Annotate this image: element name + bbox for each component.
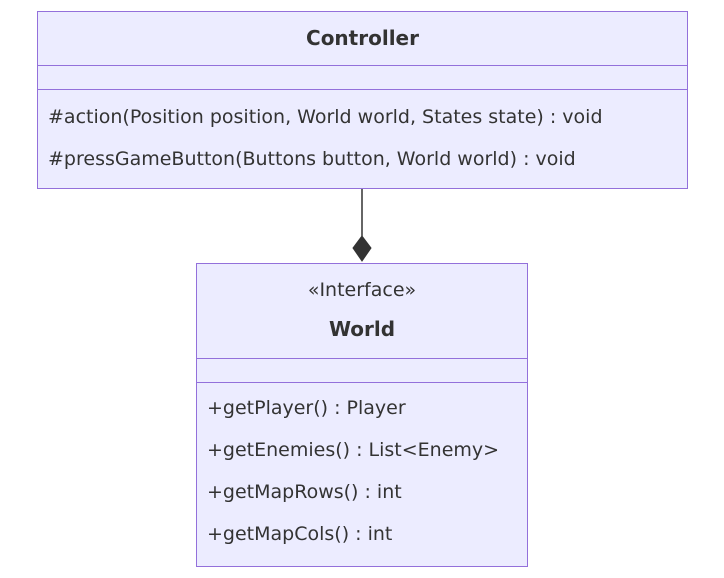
attributes-section <box>38 66 687 90</box>
stereotype-label: «Interface» <box>307 279 417 301</box>
class-name: World <box>328 317 396 341</box>
method: #pressGameButton(Buttons button, World w… <box>48 148 576 170</box>
attributes-section <box>197 359 527 383</box>
class-title-section: «Interface» World <box>197 264 527 359</box>
method: #action(Position position, World world, … <box>48 106 603 128</box>
method: +getEnemies() : List<Enemy> <box>207 439 500 461</box>
class-controller[interactable]: Controller #action(Position position, Wo… <box>37 11 688 189</box>
method: +getMapCols() : int <box>207 523 393 545</box>
methods-section: #action(Position position, World world, … <box>38 90 687 180</box>
composition-diamond-icon <box>352 235 372 262</box>
methods-section: +getPlayer() : Player +getEnemies() : Li… <box>197 383 527 555</box>
class-title-section: Controller <box>38 12 687 66</box>
method: +getPlayer() : Player <box>207 397 406 419</box>
class-world[interactable]: «Interface» World +getPlayer() : Player … <box>196 263 528 567</box>
class-name: Controller <box>306 26 419 50</box>
method: +getMapRows() : int <box>207 481 402 503</box>
